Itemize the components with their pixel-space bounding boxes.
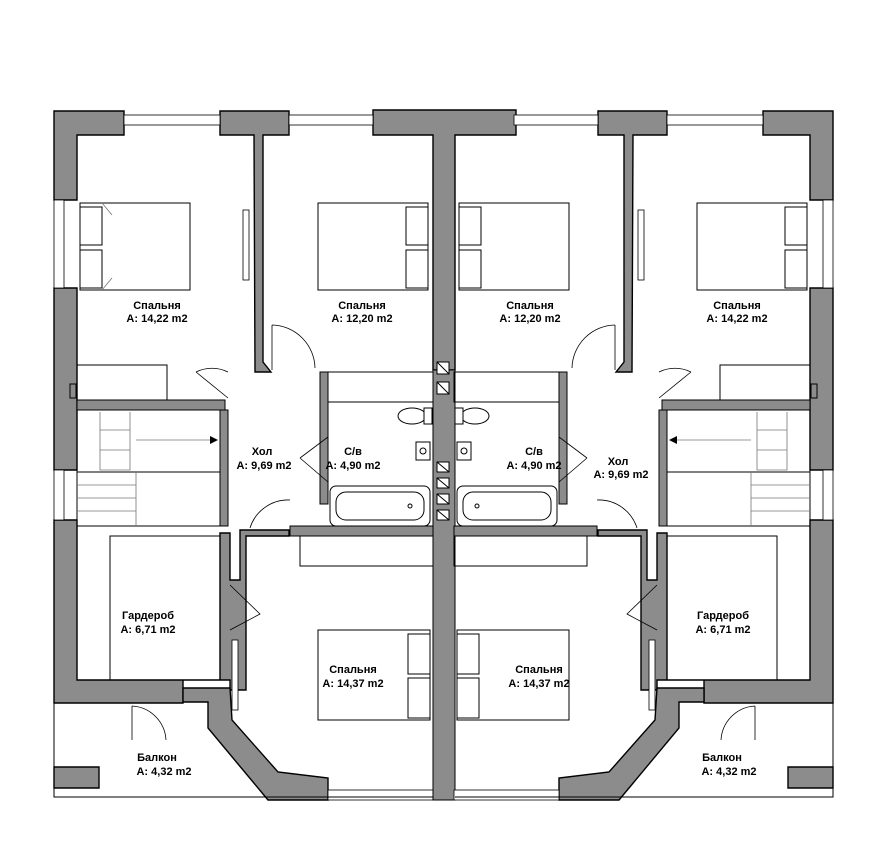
room-name: Спальня [713,300,761,312]
balcony-rail [455,703,834,798]
cabinet [299,535,434,567]
window [123,114,221,126]
interior-wall [219,409,229,527]
room-name: Хол [608,456,629,468]
room-name: С/в [525,446,543,458]
room-area: A: 4,32 m2 [136,766,191,778]
door [131,705,167,741]
bed [317,629,431,721]
window [327,789,434,801]
room-area: A: 4,90 m2 [325,460,380,472]
exterior-wall [53,766,100,789]
interior-wall [319,371,329,505]
door-leaf [242,209,250,281]
room-name: Спальня [338,300,386,312]
vent-shafts [436,361,450,521]
interior-wall [76,399,226,411]
cabinet [327,371,434,403]
room-name: Гардероб [697,610,749,622]
exterior-wall [182,687,329,801]
interior-wall [69,383,77,399]
room-name: Хол [252,446,273,458]
interior-wall [432,369,456,801]
window [53,469,65,521]
room-name: Гардероб [122,610,174,622]
room-name: Балкон [702,752,742,764]
exterior-wall [53,110,125,201]
room-name: Балкон [137,752,177,764]
door-leaf [231,639,239,711]
room-area: A: 14,37 m2 [322,678,383,690]
staircase [76,409,221,527]
room-area: A: 14,22 m2 [126,313,187,325]
room-labels: Спальня A: 14,22 m2 Спальня A: 12,20 m2 … [120,300,767,778]
door [271,324,316,370]
room-name: Спальня [329,664,377,676]
room-area: A: 12,20 m2 [331,313,392,325]
bed [79,202,191,291]
room-area: A: 4,90 m2 [506,460,561,472]
toilet [397,407,433,425]
cabinet [76,364,168,401]
balcony-rail [53,703,433,798]
interior-wall [289,525,434,537]
bed [317,202,429,291]
room-name: Спальня [506,300,554,312]
room-area: A: 9,69 m2 [593,469,648,481]
room-area: A: 9,69 m2 [236,460,291,472]
window [53,199,65,289]
sink [415,441,431,461]
room-name: С/в [344,446,362,458]
door [195,367,229,399]
room-area: A: 4,32 m2 [701,766,756,778]
window [288,114,374,126]
right-unit [453,110,834,801]
exterior-wall [219,110,290,373]
door [229,584,261,631]
room-area: A: 14,37 m2 [508,678,569,690]
room-area: A: 6,71 m2 [120,624,175,636]
room-area: A: 12,20 m2 [499,313,560,325]
room-name: Спальня [133,300,181,312]
room-area: A: 6,71 m2 [695,624,750,636]
cabinet [109,535,221,681]
exterior-wall [53,287,78,471]
door [249,499,291,529]
room-area: A: 14,22 m2 [706,313,767,325]
left-unit [53,109,517,801]
room-name: Спальня [515,664,563,676]
door [299,436,329,483]
